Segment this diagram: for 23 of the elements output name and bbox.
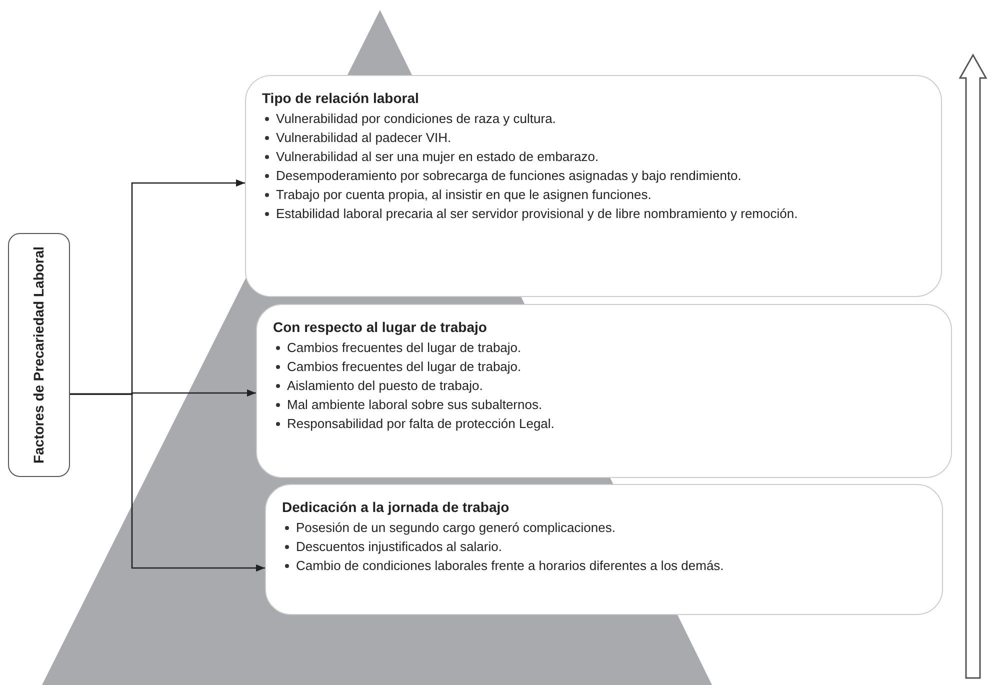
bullet-item: Estabilidad laboral precaria al ser servidor provisional y de libre nombramiento y remoción. [276, 206, 925, 222]
bullet-item: Aislamiento del puesto de trabajo. [287, 378, 935, 394]
bullet-item: Trabajo por cuenta propia, al insistir en que le asignen funciones. [276, 187, 925, 203]
bullet-item: Posesión de un segundo cargo generó complicaciones. [296, 520, 926, 536]
bullet-item: Cambios frecuentes del lugar de trabajo. [287, 359, 935, 375]
category-heading: Con respecto al lugar de trabajo [273, 319, 488, 335]
category-heading: Dedicación a la jornada de trabajo [282, 499, 510, 515]
bullet-item: Mal ambiente laboral sobre sus subalternos. [287, 397, 935, 413]
bullet-item: Desempoderamiento por sobrecarga de funciones asignadas y bajo rendimiento. [276, 168, 925, 184]
bullet-item: Cambios frecuentes del lugar de trabajo. [287, 340, 935, 356]
bullet-item: Vulnerabilidad al padecer VIH. [276, 130, 925, 146]
bullet-item: Descuentos injustificados al salario. [296, 539, 926, 555]
bullet-item: Responsabilidad por falta de protección Legal. [287, 416, 935, 432]
box-label: Factores de Precariedad Laboral [30, 245, 48, 466]
bullet-item: Cambio de condiciones laborales frente a horarios diferentes a los demás. [296, 558, 926, 574]
category-box [265, 484, 943, 615]
category-heading: Tipo de relación laboral [262, 90, 420, 106]
category-box [245, 75, 942, 297]
category-box [256, 304, 952, 478]
bullet-item: Vulnerabilidad al ser una mujer en estado de embarazo. [276, 149, 925, 165]
connector-arrow [70, 393, 265, 572]
title-box [8, 233, 70, 477]
bullet-item: Vulnerabilidad por condiciones de raza y cultura. [276, 111, 925, 127]
